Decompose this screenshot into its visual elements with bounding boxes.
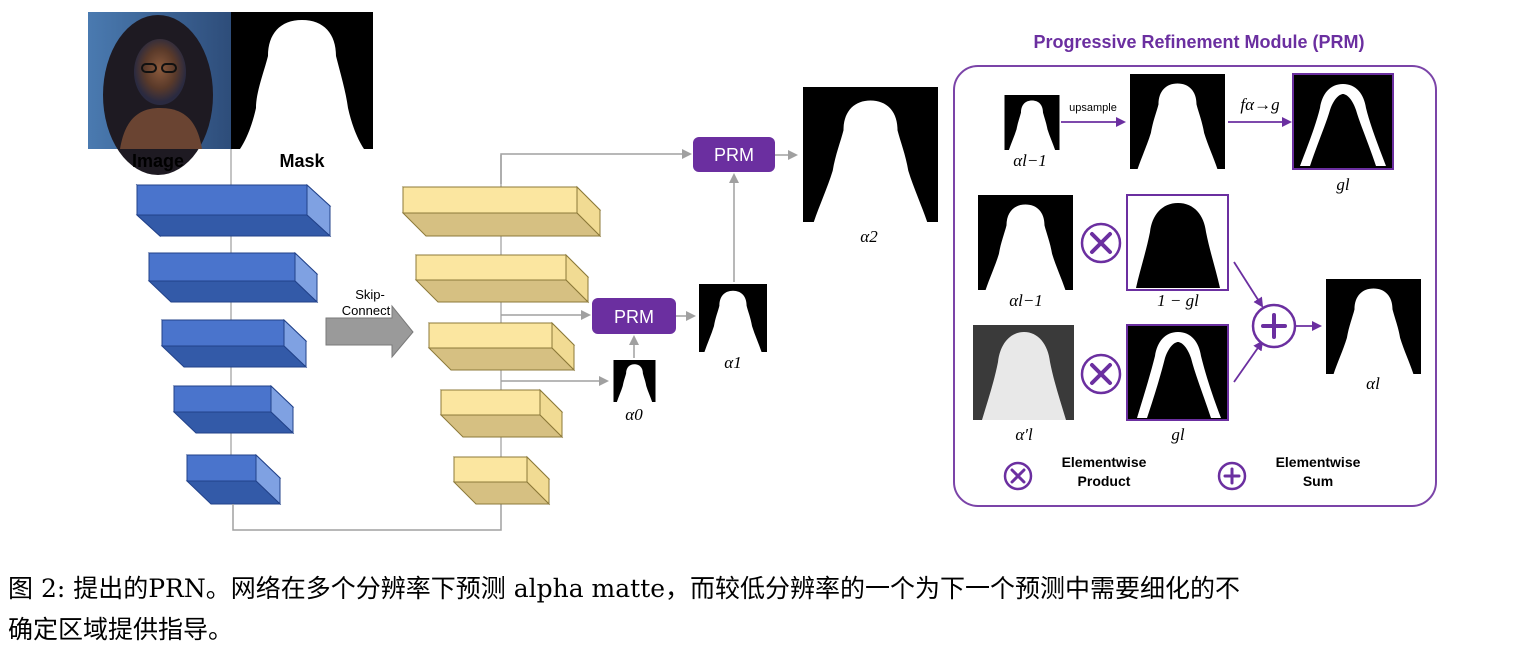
input-mask [231,12,373,149]
module-g-map-bottom [1126,324,1229,421]
sum-op-icon [1251,303,1297,349]
module-alpha-upsampled [1130,74,1225,169]
prn-diagram: Image Mask Skip- Connect [88,12,1437,531]
alpha0-label: α0 [625,405,643,424]
g-label-bottom: gl [1171,425,1185,444]
decoder-block-2 [414,253,590,304]
image-label: Image [132,151,184,171]
module-one-minus-g-map [1126,194,1229,291]
g-label-top: gl [1336,175,1350,194]
module-alpha-l-map [1326,279,1421,374]
skip-connect-label-1: Skip- [355,287,385,302]
prm-label-top: PRM [714,145,754,165]
caption-line-1: 图 2: 提出的PRN。网络在多个分辨率下预测 alpha matte，而较低分… [8,574,1241,603]
encoder-block-1 [135,183,332,238]
product-op-icon-1 [1080,222,1122,264]
module-alpha-prev-large [978,195,1073,290]
legend-sum-label-2: Sum [1303,473,1333,489]
f-alpha-g-label: fα→g [1240,95,1279,114]
module-alpha-prev-small [1004,95,1060,150]
alpha-l-label: αl [1366,374,1380,393]
mask-label: Mask [279,151,325,171]
decoder-block-4 [439,388,564,439]
encoder-block-2 [147,251,319,304]
encoder-block-5 [185,453,282,506]
legend-product-label-1: Elementwise [1062,454,1147,470]
decoder-block-3 [427,321,576,372]
arrow-to-sum-bottom [1233,340,1264,383]
arrow-to-sum-top [1233,261,1264,308]
encoder-block-4 [172,384,295,435]
product-op-icon-2 [1080,353,1122,395]
module-title: Progressive Refinement Module (PRM) [1033,32,1364,52]
decoder-block-5 [452,455,551,506]
alpha-prime-label: α′l [1015,425,1033,444]
input-image [88,12,231,175]
alpha1-matte [699,284,767,352]
module-alpha-prev-label-2: αl−1 [1009,291,1043,310]
figure-caption: 图 2: 提出的PRN。网络在多个分辨率下预测 alpha matte，而较低分… [8,568,1518,650]
alpha2-label: α2 [860,227,878,246]
module-alpha-prev-label-1: αl−1 [1013,151,1047,170]
alpha0-matte [613,360,656,402]
encoder-block-3 [160,318,308,369]
module-g-map-top [1292,73,1394,170]
prm-box-mid: PRM [592,298,676,334]
legend-product-icon [1003,461,1033,491]
upsample-label: upsample [1069,102,1117,114]
module-alpha-prime-map [973,325,1074,420]
skip-connect-arrow [325,304,414,359]
caption-line-2: 确定区域提供指导。 [8,615,234,644]
alpha1-label: α1 [724,353,741,372]
arrow-to-prm-top [500,149,692,184]
prm-label-mid: PRM [614,307,654,327]
skip-connect-label-2: Connect [342,303,391,318]
module-panel [953,65,1437,507]
prm-box-top: PRM [693,137,775,172]
legend-sum-icon [1217,461,1247,491]
legend-sum-label-1: Elementwise [1276,454,1361,470]
one-minus-g-label: 1 − gl [1157,291,1199,310]
decoder-block-1 [401,185,602,238]
bottleneck-connector [232,490,506,531]
alpha2-matte [803,87,938,222]
legend-product-label-2: Product [1078,473,1131,489]
